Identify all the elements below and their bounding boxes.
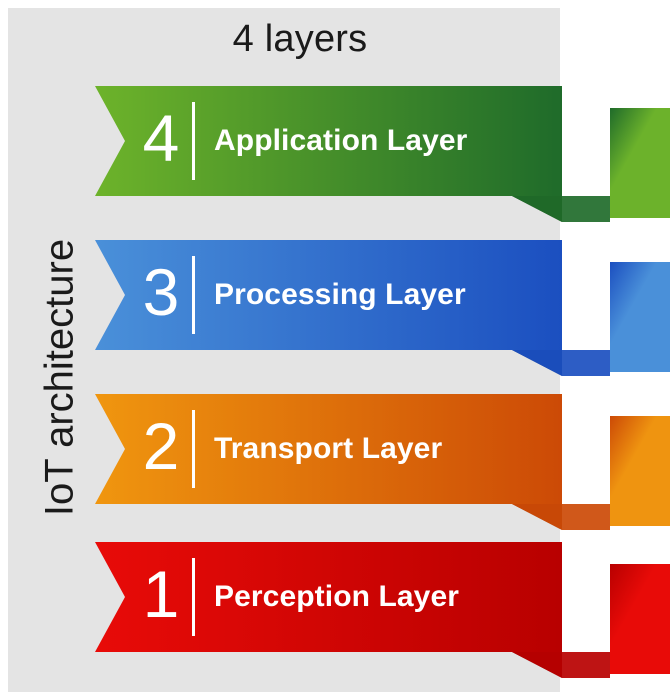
layer-label-perception-layer: Perception Layer	[214, 580, 460, 613]
ribbon-fold-wedge	[512, 652, 610, 678]
layer-label-transport-layer: Transport Layer	[214, 432, 443, 465]
ribbon-tail	[610, 416, 670, 526]
layer-number-1: 1	[142, 557, 180, 631]
ribbon-layer-3[interactable]	[95, 240, 670, 376]
ribbon-fold-wedge	[512, 196, 610, 222]
layer-divider	[192, 102, 195, 180]
ribbon-tail	[610, 108, 670, 218]
layer-number-2: 2	[142, 409, 180, 483]
diagram-title: 4 layers	[232, 18, 368, 60]
ribbon-body[interactable]	[95, 394, 562, 504]
layer-divider	[192, 256, 195, 334]
layer-divider	[192, 558, 195, 636]
layer-number-4: 4	[142, 101, 180, 175]
ribbon-body[interactable]	[95, 240, 562, 350]
ribbon-body[interactable]	[95, 542, 562, 652]
ribbon-tail	[610, 564, 670, 674]
layer-label-processing-layer: Processing Layer	[214, 278, 466, 311]
ribbon-fold-wedge	[512, 350, 610, 376]
layer-label-application-layer: Application Layer	[214, 124, 468, 157]
ribbon-layer-4[interactable]	[95, 86, 670, 222]
ribbon-tail	[610, 262, 670, 372]
ribbon-fold-wedge	[512, 504, 610, 530]
layer-divider	[192, 410, 195, 488]
layer-number-3: 3	[142, 255, 180, 329]
ribbon-layer-2[interactable]	[95, 394, 670, 530]
ribbon-body[interactable]	[95, 86, 562, 196]
ribbon-layer-1[interactable]	[95, 542, 670, 678]
